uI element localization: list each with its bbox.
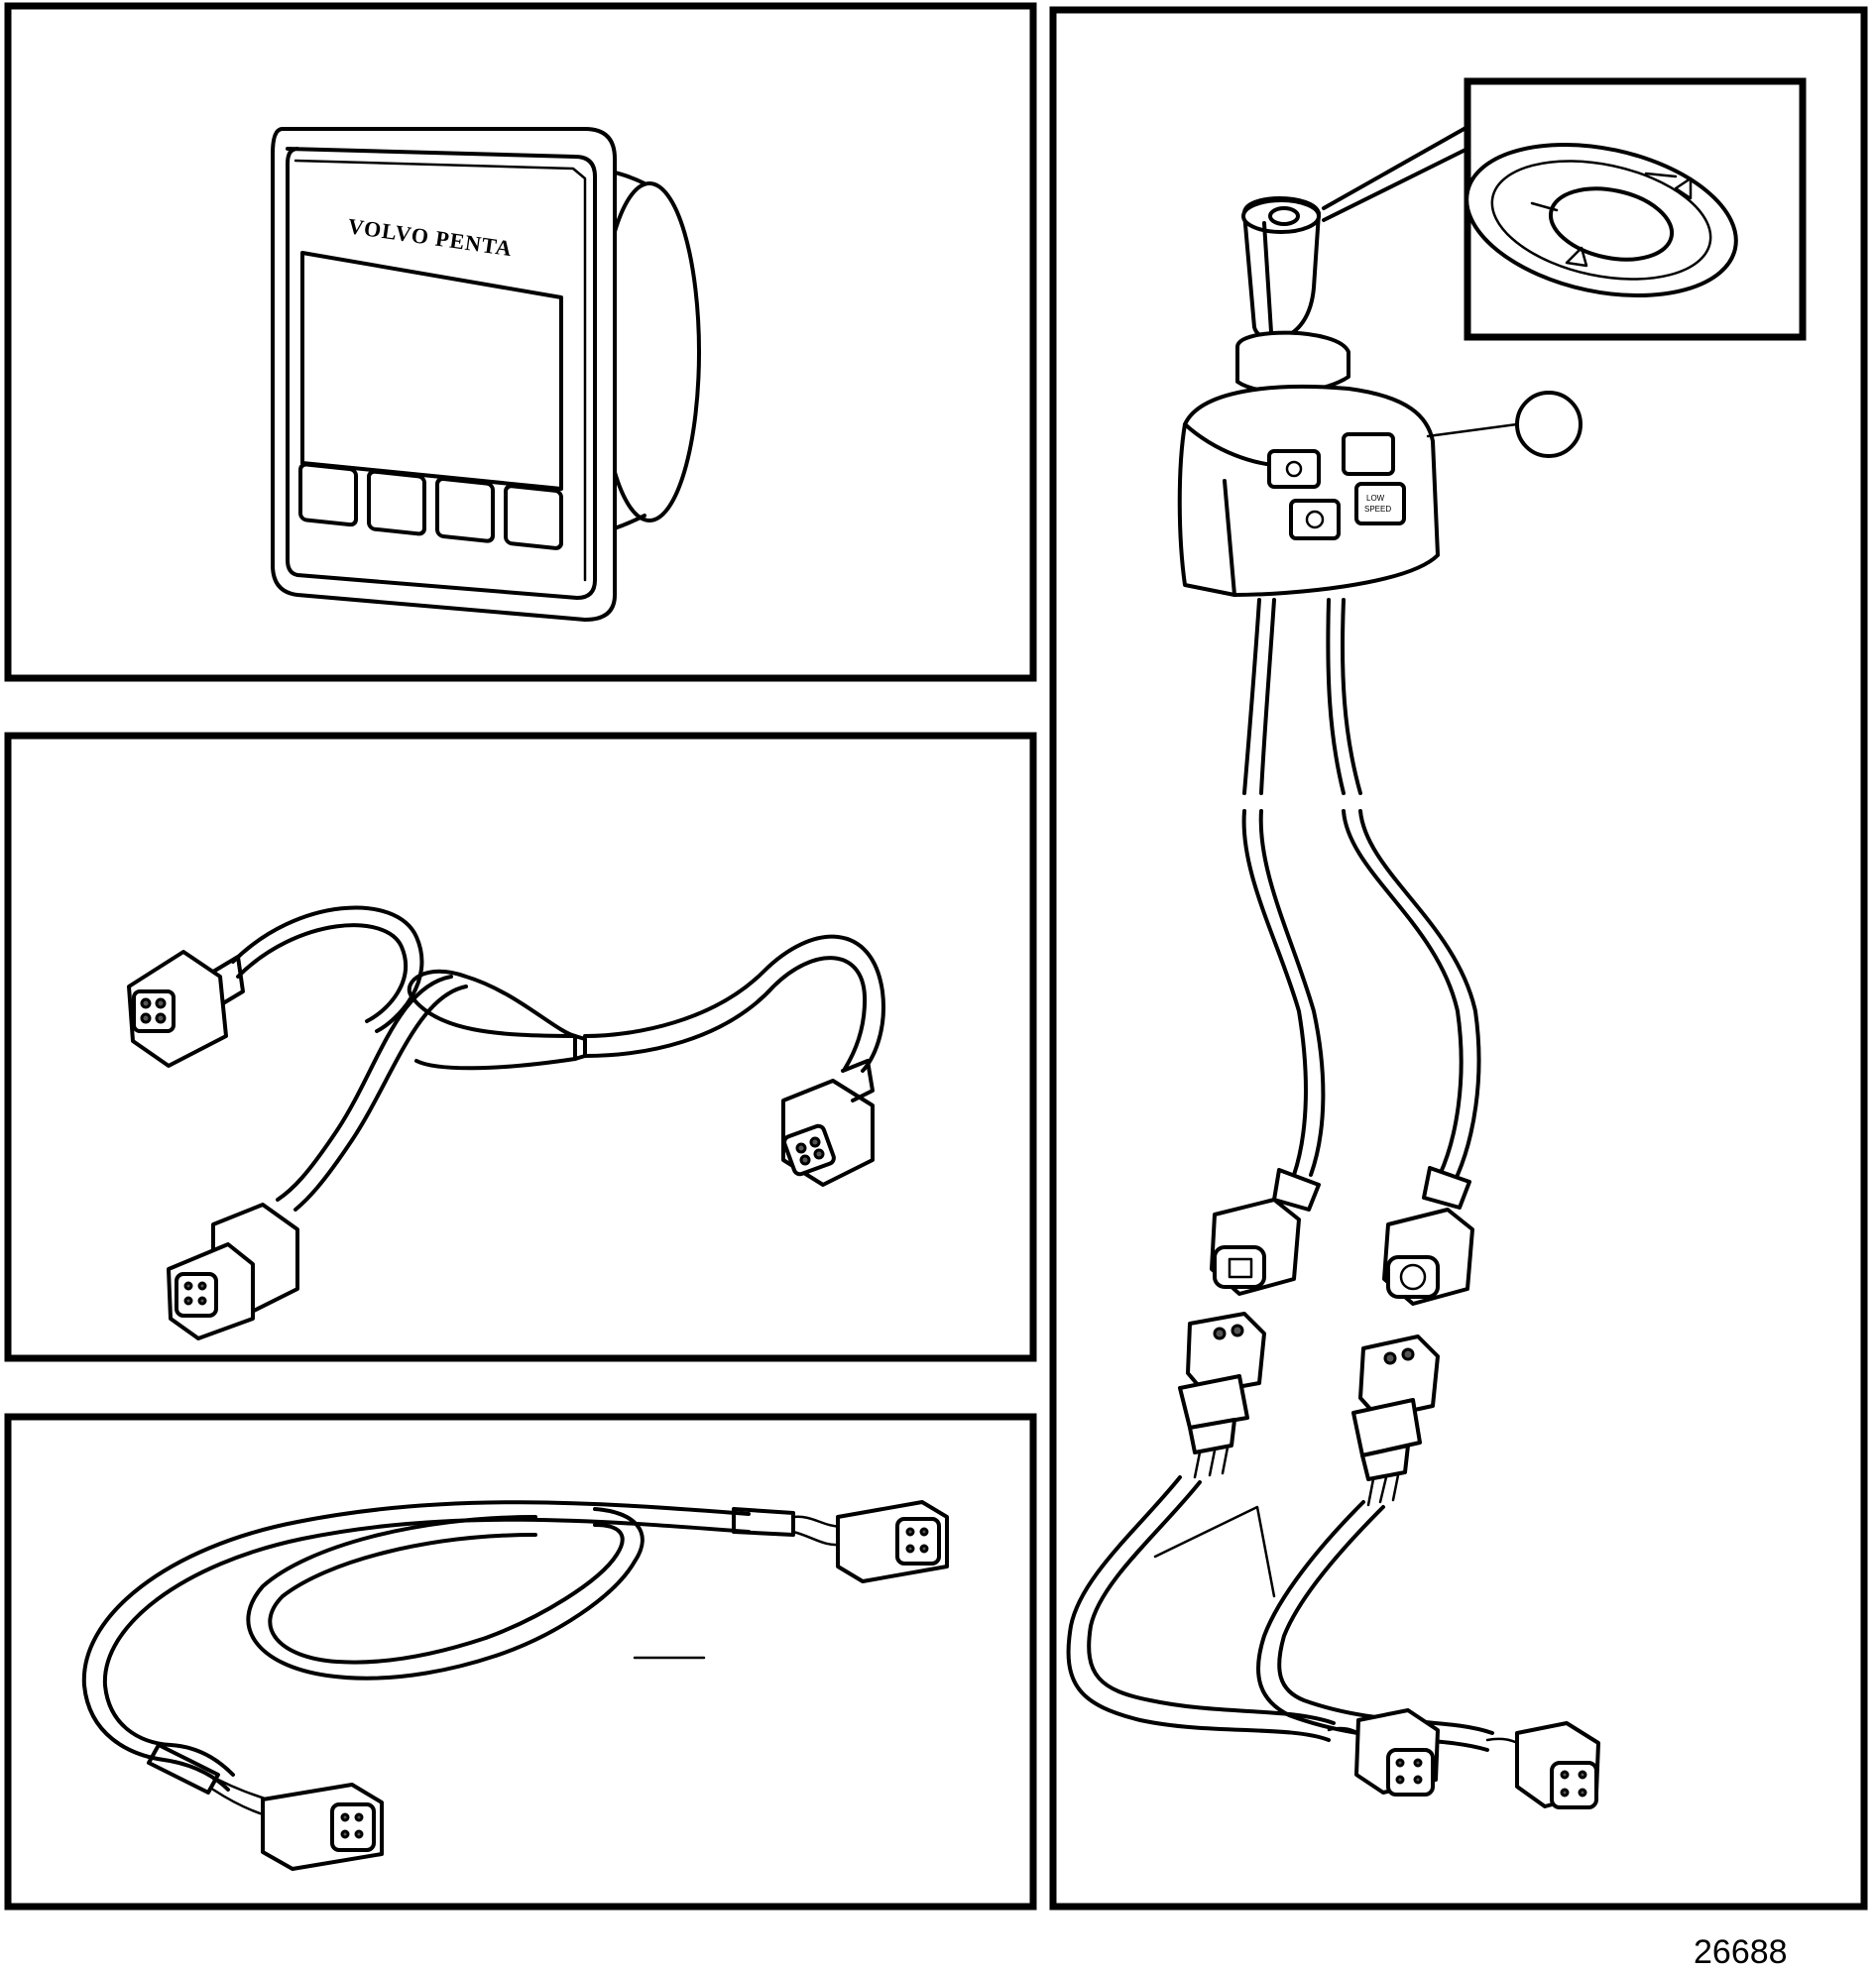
callout-leader <box>1426 422 1519 438</box>
joystick-connector-right <box>1382 1166 1474 1306</box>
joystick-icon: LOW SPEED <box>1066 77 1807 1809</box>
joystick-button-top-left <box>1267 449 1321 489</box>
panel-harness-frame <box>4 732 1037 1362</box>
display-unit-icon: VOLVO PENTA <box>271 127 701 622</box>
output-connector-left <box>1327 1708 1440 1797</box>
cable-connector-left <box>211 1778 384 1871</box>
cable-connector-right <box>791 1500 949 1583</box>
output-connector-right <box>1485 1721 1600 1809</box>
display-button-4 <box>504 484 563 550</box>
joystick-top-detail-icon <box>1465 142 1738 298</box>
figure-number: 26688 <box>1694 1933 1788 1971</box>
connector-upper-left <box>127 950 245 1068</box>
display-button-1 <box>298 462 358 527</box>
display-button-3 <box>435 476 495 543</box>
joystick-button-low-speed <box>1354 482 1406 525</box>
connector-right <box>781 1059 875 1187</box>
y-harness-icon <box>127 905 885 1340</box>
harness-connector-right <box>1351 1334 1440 1481</box>
joystick-button-top-right <box>1342 432 1395 476</box>
joystick-connector-left <box>1210 1168 1321 1296</box>
callout-circle <box>1515 391 1583 458</box>
harness-connector-left <box>1178 1312 1266 1454</box>
connector-bottom-left <box>167 1203 299 1340</box>
panel-cable-frame <box>4 1413 1037 1911</box>
low-speed-label-2: SPEED <box>1364 505 1391 514</box>
display-screen <box>300 251 563 491</box>
panel-display-frame <box>4 2 1037 682</box>
low-speed-label-1: LOW <box>1366 494 1385 503</box>
display-button-2 <box>367 469 426 536</box>
extension-cable-icon <box>81 1500 949 1871</box>
panel-joystick-frame <box>1049 6 1868 1911</box>
joystick-button-power <box>1289 499 1341 540</box>
